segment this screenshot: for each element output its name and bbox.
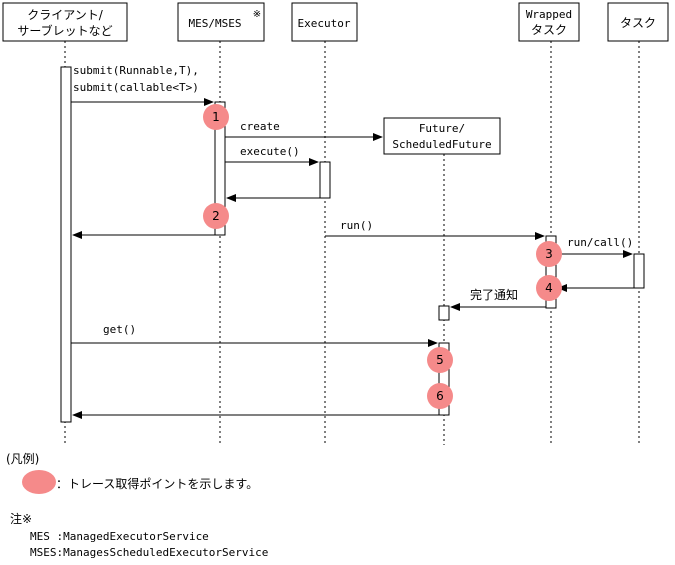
client-label-line1: クライアント/	[27, 8, 104, 22]
wrapped-label-line1: Wrapped	[526, 8, 572, 21]
note-mes-definition: MES :ManagedExecutorService	[30, 530, 209, 543]
note-title: 注※	[10, 512, 33, 526]
wrapped-lifeline-box	[518, 2, 580, 42]
get-label: get()	[103, 323, 136, 336]
task-lifeline-box	[607, 2, 669, 42]
messages	[71, 98, 634, 419]
trace-point-2-label: 2	[212, 209, 220, 223]
wrapped-activation	[545, 235, 557, 309]
wrapped-label-line2: タスク	[531, 23, 567, 37]
client-label-line2: サーブレットなど	[17, 23, 112, 38]
trace-point-3	[536, 241, 562, 267]
trace-points: 1 2 3 4 5 6	[203, 104, 562, 409]
executor-label: Executor	[298, 17, 351, 30]
legend-trace-point-swatch	[22, 470, 56, 494]
executor-lifeline-box	[291, 2, 358, 42]
trace-point-5-label: 5	[436, 353, 444, 367]
trace-point-6	[427, 383, 453, 409]
mes-lifeline-box	[177, 2, 265, 42]
trace-point-4	[536, 275, 562, 301]
trace-point-6-label: 6	[436, 389, 444, 403]
future-label-line1: Future/	[419, 122, 465, 135]
execute-label: execute()	[240, 145, 300, 158]
legend-title: (凡例)	[6, 452, 40, 466]
create-label: create	[240, 120, 280, 133]
mes-label: MES/MSES	[189, 17, 242, 30]
task-activation	[633, 253, 645, 289]
client-activation	[60, 66, 72, 423]
mes-activation	[214, 101, 226, 236]
mes-note-mark: ※	[253, 9, 261, 20]
future-label-line2: ScheduledFuture	[392, 138, 491, 151]
submit-label-line1: submit(Runnable,T),	[73, 64, 199, 77]
trace-point-1	[203, 104, 229, 130]
sequence-diagram: クライアント/ サーブレットなど MES/MSES ※ Executor Wra…	[2, 2, 669, 445]
future-activation-notify	[438, 305, 450, 321]
executor-activation	[319, 161, 331, 199]
client-lifeline-box	[2, 2, 128, 42]
trace-point-2	[203, 203, 229, 229]
trace-point-1-label: 1	[212, 110, 220, 124]
trace-point-4-label: 4	[545, 281, 553, 295]
run-call-label: run/call()	[567, 236, 633, 249]
run-label: run()	[340, 219, 373, 232]
future-lifeline-box	[383, 117, 501, 155]
task-label: タスク	[620, 16, 656, 30]
trace-point-5	[427, 347, 453, 373]
future-activation-get	[438, 342, 450, 416]
trace-point-3-label: 3	[545, 247, 553, 261]
note-mses-definition: MSES:ManagesScheduledExecutorService	[30, 546, 269, 559]
notify-label: 完了通知	[470, 287, 518, 302]
activations	[60, 66, 645, 423]
submit-label-line2: submit(callable<T>)	[73, 81, 199, 94]
legend-trace-description: ：トレース取得ポイントを示します。	[56, 477, 259, 491]
